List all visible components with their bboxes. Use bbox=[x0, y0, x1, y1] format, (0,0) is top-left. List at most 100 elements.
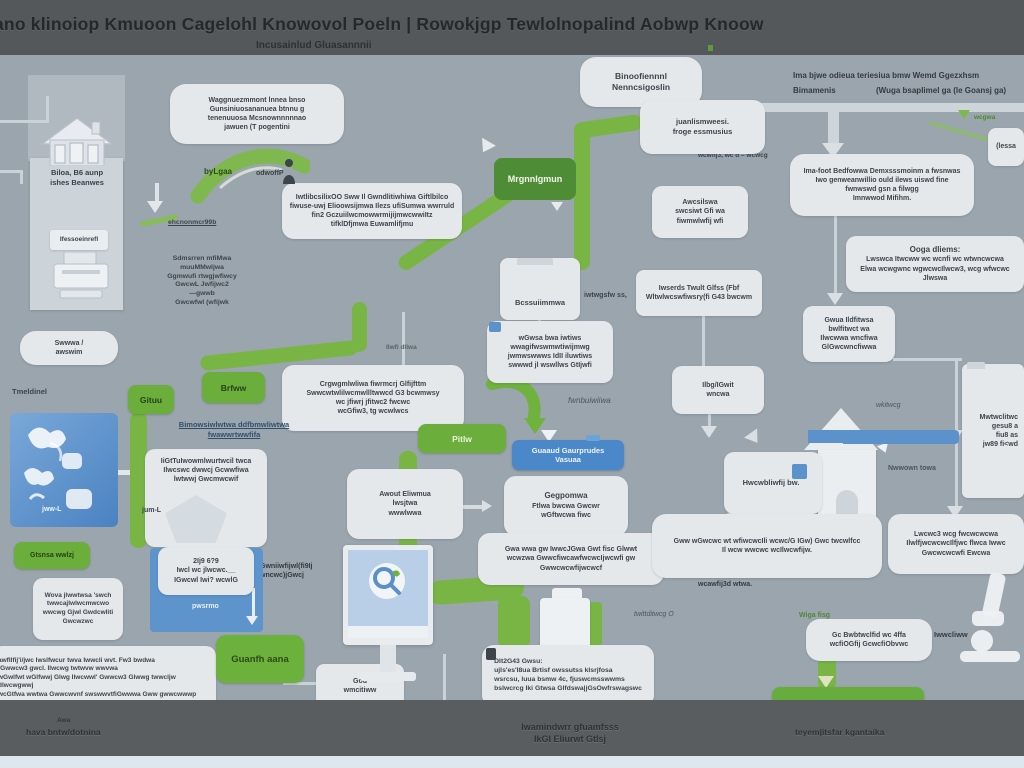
blue-mini-icon bbox=[489, 322, 501, 332]
sdms-text-block: Sdmsrren mfiMwa muuMMwljwa Ggmwufi rtwgj… bbox=[167, 255, 237, 307]
bylgaa-label: byLgaa bbox=[204, 167, 233, 176]
arrow-down-icon bbox=[246, 616, 258, 625]
widemid-box: Gwa wwa gw IwwcJGwa Gwt fisc Glwwt wcwzw… bbox=[478, 533, 664, 585]
arrow-down-icon bbox=[827, 293, 843, 305]
gituu-pill: Gituu bbox=[128, 385, 174, 414]
arrow-down-icon bbox=[701, 426, 717, 438]
wcgwa-label: wcgwa bbox=[974, 114, 996, 121]
arrow-down-icon bbox=[147, 201, 163, 213]
widebl-box: awfllfij'i/jwc Iwslfwcur twva Iwwcli wvt… bbox=[0, 646, 216, 710]
vline-a4 bbox=[834, 216, 837, 296]
swwwa-box: Swwwa / awswim bbox=[20, 331, 118, 365]
dash-a11 bbox=[452, 505, 484, 509]
jum-label: jum-L bbox=[142, 507, 162, 514]
fwnbu-label: fwnbuiwiiwa bbox=[568, 396, 611, 405]
house2-door bbox=[836, 490, 858, 518]
page-subtitle: Incusainlud Gluasannnii bbox=[256, 40, 372, 51]
pitlw-pill: Pitlw bbox=[418, 424, 506, 453]
file-box bbox=[540, 598, 590, 650]
widebr-box: Gww wGwcwc wt wfiwcwcIli wcwc/G IGw) Gwc… bbox=[652, 514, 882, 578]
printer-icon bbox=[53, 252, 109, 299]
ooga-heading: Ooga dliems: bbox=[909, 244, 961, 254]
gegp-heading: Gegpomwa bbox=[544, 491, 588, 501]
gegp-body: Ftlwa bwcwa Gwcwr wGftwcwa fiwc bbox=[532, 503, 600, 520]
panel-inner-box: Ifessoeinrefl bbox=[50, 230, 108, 250]
nwo-label: Nwwown towa bbox=[888, 465, 936, 472]
gegp-box: Gegpomwa Ftlwa bwcwa Gwcwr wGftwcwa fiwc bbox=[504, 476, 628, 536]
top-label-line1: Ima bjwe odieua teriesiua bmw Wemd Ggezx… bbox=[793, 71, 980, 80]
bssw-tab bbox=[517, 258, 553, 265]
top-label-line2a: Bimamenis bbox=[793, 86, 836, 95]
wagg-box: Waggnuezmmont lnnea bnso Gunsiniuosananu… bbox=[170, 84, 344, 144]
binoo-box: Binoofiennnl Nenncsigoslin bbox=[580, 57, 702, 107]
magnifier-leaf-logo bbox=[369, 563, 405, 599]
arrow-down-icon bbox=[818, 676, 834, 688]
cloud-label: jww-L bbox=[42, 506, 62, 513]
microscope-icon bbox=[960, 572, 1020, 662]
arrow-down-left-icon bbox=[476, 137, 496, 157]
small-top-label: wcwfij3, wc d – wcwcg bbox=[698, 152, 768, 159]
cond-box: IwtlibcsilixOO Sww Il Gwndlitiwhiwa Gift… bbox=[282, 183, 462, 239]
iwwcl-label: Iwwcliww bbox=[934, 630, 968, 639]
lessa-box: (lessa bbox=[988, 128, 1024, 166]
arrow-down-right-icon bbox=[744, 428, 764, 448]
link-label: Bimowsiwlwtwa ddfbmwliwtwa fwawwrtwwfifa bbox=[178, 420, 290, 439]
header-band: ano klinoiop Kmuoon Cagelohl Knowovol Po… bbox=[0, 0, 1024, 55]
white-vline bbox=[252, 588, 255, 620]
green-dot-icon bbox=[708, 45, 713, 51]
vline-iwserds bbox=[702, 316, 705, 366]
top-label-line2b: (Wuga bsaplimel ga (le Goansj ga) bbox=[876, 86, 1007, 95]
blue-values-pill: Guaaud Gaurprudes Vasuaa bbox=[512, 440, 624, 470]
dark-mini-icon bbox=[486, 648, 496, 660]
wkit-label: wkitwcg bbox=[876, 402, 901, 409]
iwtwgs-label: iwtwgsfw ss, bbox=[584, 292, 627, 299]
corner-line-v bbox=[46, 96, 49, 123]
footer-left-label: hava bntw/dotnina bbox=[26, 727, 101, 737]
green-swoosh bbox=[190, 148, 310, 204]
file-box-tab bbox=[552, 588, 582, 600]
juanli-box: juanlismweesi. froge essmusius bbox=[640, 100, 765, 154]
puzzle-glyphs-icon bbox=[24, 427, 92, 509]
green-pipe-gituu-down bbox=[130, 412, 147, 548]
hwc-box: Hwcwbliwfij bw. bbox=[724, 452, 822, 514]
topleft-green-pill: Gtsnsa wwlzj bbox=[14, 542, 90, 569]
left-bracket-v bbox=[20, 170, 23, 184]
ilwg-box: Ilbg/IGwit wncwa bbox=[672, 366, 764, 414]
green-pipe-stub bbox=[352, 302, 367, 352]
tmel-label: Tmeldinel bbox=[12, 387, 48, 396]
ilwfi-label: Ilwfi dIlwa bbox=[386, 344, 417, 351]
arrow-down-icon bbox=[876, 442, 892, 455]
brbox2: Lwcwc3 wcg fwcwcwcwa IlwlfjwcwcwcIlfjwc … bbox=[888, 514, 1024, 574]
bssw-box: Bcssuiimmwa bbox=[500, 258, 580, 320]
blue-pill-tab bbox=[586, 435, 600, 441]
green-pipe-vertical-center bbox=[574, 122, 590, 270]
green-pipe-elbow-top bbox=[579, 113, 643, 139]
top-right-hline bbox=[748, 103, 1024, 112]
magn-green-node: Mrgnnlgmun bbox=[494, 158, 576, 200]
monitor-base bbox=[360, 672, 416, 681]
wcaw-label: wcawfij3d wtwa. bbox=[698, 581, 753, 588]
wiga-label: Wiga fisg bbox=[799, 612, 831, 619]
wgwsa-box: wGwsa bwa iwtiws wwagifwswmwtiwijmwg jwm… bbox=[487, 321, 613, 383]
hwc-label: Hwcwbliwfij bw. bbox=[742, 478, 800, 488]
vline-a2 bbox=[155, 183, 159, 203]
monitor-neck bbox=[380, 645, 396, 675]
ooga-box: Ooga dliems: Lwswca Itwcww wc wcnfi wc w… bbox=[846, 236, 1024, 292]
b2ij9-box: 2Ij9 6?9 Iwcl wc jlwcwc.__ IGwcwl Iwi? w… bbox=[158, 547, 254, 595]
corner-line-h bbox=[0, 120, 48, 123]
awout-box: Awout Eliwmua lwsjtwa wwwlwwa bbox=[347, 469, 463, 539]
left-bracket-h bbox=[0, 170, 22, 173]
tallright-box: Mwtwclitwc gesu8 a fiu8 as jw89 fi<wd bbox=[962, 364, 1024, 498]
wova-box: Wova jlwwtwsa 'swch twwcajlwlwcmwcwo wwc… bbox=[33, 578, 123, 640]
blue-bar bbox=[843, 430, 959, 444]
footer-band bbox=[0, 700, 1024, 756]
diggfi-box: DIt2G43 Gwsu: ujls'es'I8ua Brtisf owssut… bbox=[482, 645, 654, 707]
vwwa-box: Gwua Ildfitwsa bwlfitwct wa Ilwcwwa wncf… bbox=[803, 306, 895, 362]
green-pipe-bottom-v bbox=[498, 596, 530, 648]
blue-mini-icon bbox=[792, 464, 807, 479]
imafoot-box: Ima-foot Bedfowwa Demxsssmoinm a fwsnwas… bbox=[790, 154, 974, 216]
arrow-right-icon bbox=[482, 500, 492, 512]
pwsrmo-label: pwsrmo bbox=[192, 603, 219, 610]
monitor-strip bbox=[348, 626, 428, 638]
